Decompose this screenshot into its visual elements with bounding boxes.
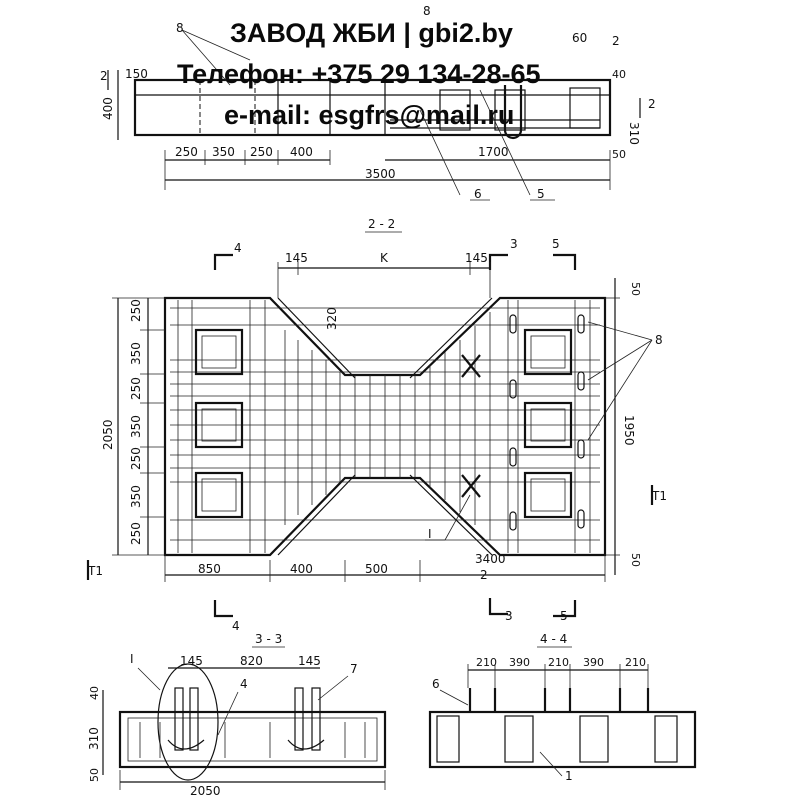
dim-label: 400 — [290, 562, 313, 576]
cut-mark-label: 5 — [552, 237, 560, 251]
dim-label: 250 — [175, 145, 198, 159]
callout-label: 5 — [537, 187, 545, 201]
dim-label: K — [380, 251, 389, 265]
dim-label: 145 — [180, 654, 203, 668]
section-title: 2 - 2 — [368, 217, 395, 231]
embedded-parts — [509, 314, 585, 531]
dim-label: 1950 — [622, 415, 636, 446]
dim-label: 2050 — [190, 784, 221, 798]
top-elevation-view: 150 400 2 250 350 250 400 1700 3500 60 2… — [100, 4, 656, 201]
dim-label: 310 — [87, 727, 101, 750]
callout-label: I — [130, 652, 134, 666]
dim-label: 50 — [629, 282, 642, 296]
reinforcement-grid — [170, 300, 600, 553]
dim-label: 390 — [509, 656, 530, 669]
dim-label: 400 — [101, 97, 115, 120]
callout-label: 4 — [240, 677, 248, 691]
section-4-4: 4 - 4 210 390 210 390 — [428, 632, 697, 783]
dim-label: 60 — [572, 31, 587, 45]
dim-label: 250 — [129, 522, 143, 545]
dim-label: 820 — [240, 654, 263, 668]
dim-label: 150 — [125, 67, 148, 81]
dim-label: 210 — [548, 656, 569, 669]
cut-mark-label: 4 — [234, 241, 242, 255]
section-4-4-outline — [428, 710, 697, 769]
section-3-3-outline — [118, 710, 387, 769]
callout-label: 7 — [350, 662, 358, 676]
dim-label: 3500 — [365, 167, 396, 181]
dim-label: 145 — [298, 654, 321, 668]
dim-label: 250 — [129, 377, 143, 400]
dim-label: 250 — [250, 145, 273, 159]
cut-mark-label: 3 — [505, 609, 513, 623]
dim-label: 210 — [625, 656, 646, 669]
cut-mark-label: 2 — [648, 97, 656, 111]
callout-label: I — [428, 527, 432, 541]
cut-mark-label: 3 — [510, 237, 518, 251]
section-2-2-plan: 2 - 2 4 3 5 — [86, 217, 667, 633]
dim-label: 500 — [365, 562, 388, 576]
dim-label: 350 — [129, 485, 143, 508]
callout-label: 6 — [474, 187, 482, 201]
dim-label: 250 — [129, 447, 143, 470]
callout-label: 8 — [655, 333, 663, 347]
dim-label: 3400 — [475, 552, 506, 566]
dim-label: 40 — [88, 686, 101, 700]
watermark-line-3: e-mail: esgfrs@mail.ru — [224, 100, 514, 130]
section-3-3: 3 - 3 145 820 145 I 4 7 — [87, 632, 387, 798]
cut-mark-label: T1 — [651, 489, 667, 503]
dim-label: 1700 — [478, 145, 509, 159]
dim-label: 145 — [465, 251, 488, 265]
dim-label: 50 — [629, 553, 642, 567]
dim-label: 350 — [129, 415, 143, 438]
section-title: 4 - 4 — [540, 632, 567, 646]
callout-label: 8 — [176, 21, 184, 35]
callout-label: 6 — [432, 677, 440, 691]
openings-left — [194, 328, 244, 519]
dim-label: 310 — [627, 122, 641, 145]
callout-label: 8 — [423, 4, 431, 18]
dim-label: 2050 — [101, 419, 115, 450]
openings-right — [523, 328, 573, 519]
dim-label: 50 — [88, 768, 101, 782]
watermark-line-1: ЗАВОД ЖБИ | gbi2.by — [230, 18, 513, 48]
dim-label: 2 — [480, 568, 488, 582]
watermark-line-2: Телефон: +375 29 134-28-65 — [177, 59, 541, 89]
dim-label: 400 — [290, 145, 313, 159]
cut-mark-label: T1 — [87, 564, 103, 578]
dim-label: 350 — [129, 342, 143, 365]
cut-mark-label: 4 — [232, 619, 240, 633]
dim-label: 210 — [476, 656, 497, 669]
elevation-outline — [133, 78, 612, 137]
watermark: ЗАВОД ЖБИ | gbi2.by Телефон: +375 29 134… — [177, 18, 541, 130]
cut-mark-label: 5 — [560, 609, 568, 623]
dim-label: 850 — [198, 562, 221, 576]
dim-label: 320 — [325, 307, 339, 330]
callout-label: 1 — [565, 769, 573, 783]
dim-label: 390 — [583, 656, 604, 669]
dim-label: 145 — [285, 251, 308, 265]
cut-mark-label: 2 — [100, 69, 108, 83]
dim-label: 40 — [612, 68, 626, 81]
dim-label: 250 — [129, 299, 143, 322]
dim-label: 350 — [212, 145, 235, 159]
section-title: 3 - 3 — [255, 632, 282, 646]
callout-label: 2 — [612, 34, 620, 48]
dim-label: 50 — [612, 148, 626, 161]
